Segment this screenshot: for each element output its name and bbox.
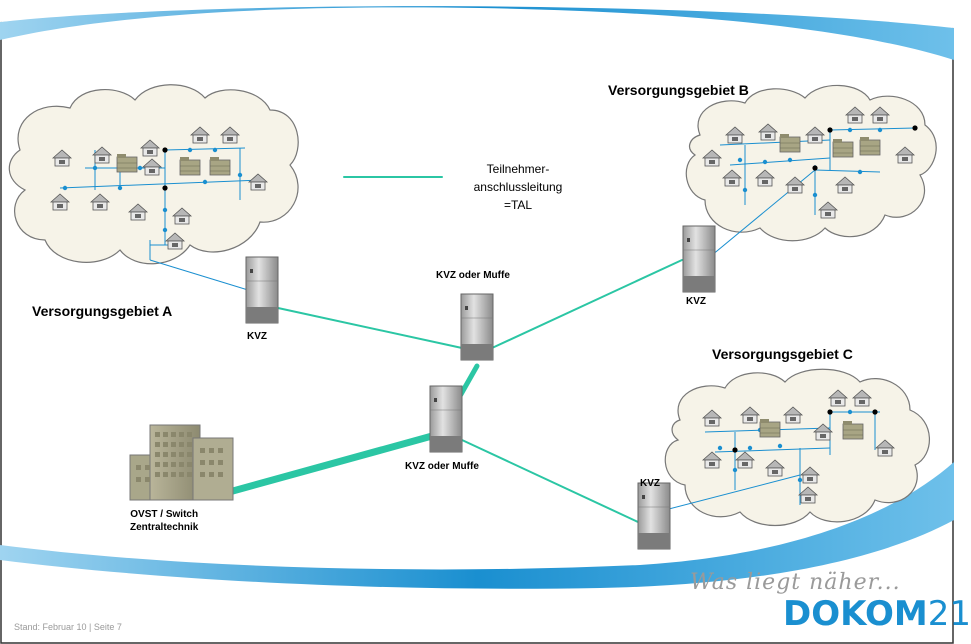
kvz-label-c: KVZ	[640, 478, 660, 489]
area-label-a: Versorgungsgebiet A	[32, 303, 173, 319]
kvz-label-b: KVZ	[686, 296, 706, 307]
area-label-c: Versorgungsgebiet C	[712, 346, 853, 362]
cloud-area-c	[664, 368, 930, 527]
cloud-area-b	[685, 84, 937, 266]
brand-name: DOKOM	[783, 594, 928, 634]
office-building-icon	[116, 153, 138, 173]
office-building-icon	[129, 424, 234, 501]
office-building-icon	[209, 156, 231, 176]
street-cabinet-icon	[460, 293, 494, 361]
tal-lines	[218, 176, 683, 523]
ovst-label: OVST / Switch Zentraltechnik	[130, 508, 198, 534]
office-building-icon	[842, 420, 864, 440]
office-building-icon	[779, 133, 801, 153]
legend-text: Teilnehmer- anschlussleitung =TAL	[452, 160, 584, 214]
office-building-icon	[179, 156, 201, 176]
top-wave	[0, 0, 954, 60]
legend-line2: anschlussleitung	[473, 180, 563, 194]
brand-logo: DOKOM21	[783, 594, 971, 634]
street-cabinet-icon	[637, 482, 671, 550]
office-building-icon	[759, 418, 781, 438]
brand-slogan: Was liegt näher...	[690, 570, 901, 595]
kvz-muffe-label-top: KVZ oder Muffe	[436, 270, 510, 281]
street-cabinet-icon	[682, 225, 716, 293]
street-cabinet-icon	[429, 385, 463, 453]
kvz-label-a: KVZ	[247, 331, 267, 342]
footer-stand: Stand: Februar 10 | Seite 7	[14, 622, 122, 632]
office-building-icon	[832, 138, 854, 158]
legend-line1: Teilnehmer-	[486, 162, 550, 176]
brand-number: 21	[927, 594, 971, 634]
legend-line3: =TAL	[503, 198, 533, 212]
area-label-b: Versorgungsgebiet B	[608, 82, 749, 98]
ovst-label-line1: OVST / Switch	[130, 509, 199, 520]
kvz-muffe-label-bottom: KVZ oder Muffe	[405, 461, 479, 472]
ovst-label-line2: Zentraltechnik	[130, 522, 199, 533]
cloud-area-a	[8, 84, 299, 291]
street-cabinet-icon	[245, 256, 279, 324]
office-building-icon	[859, 136, 881, 156]
